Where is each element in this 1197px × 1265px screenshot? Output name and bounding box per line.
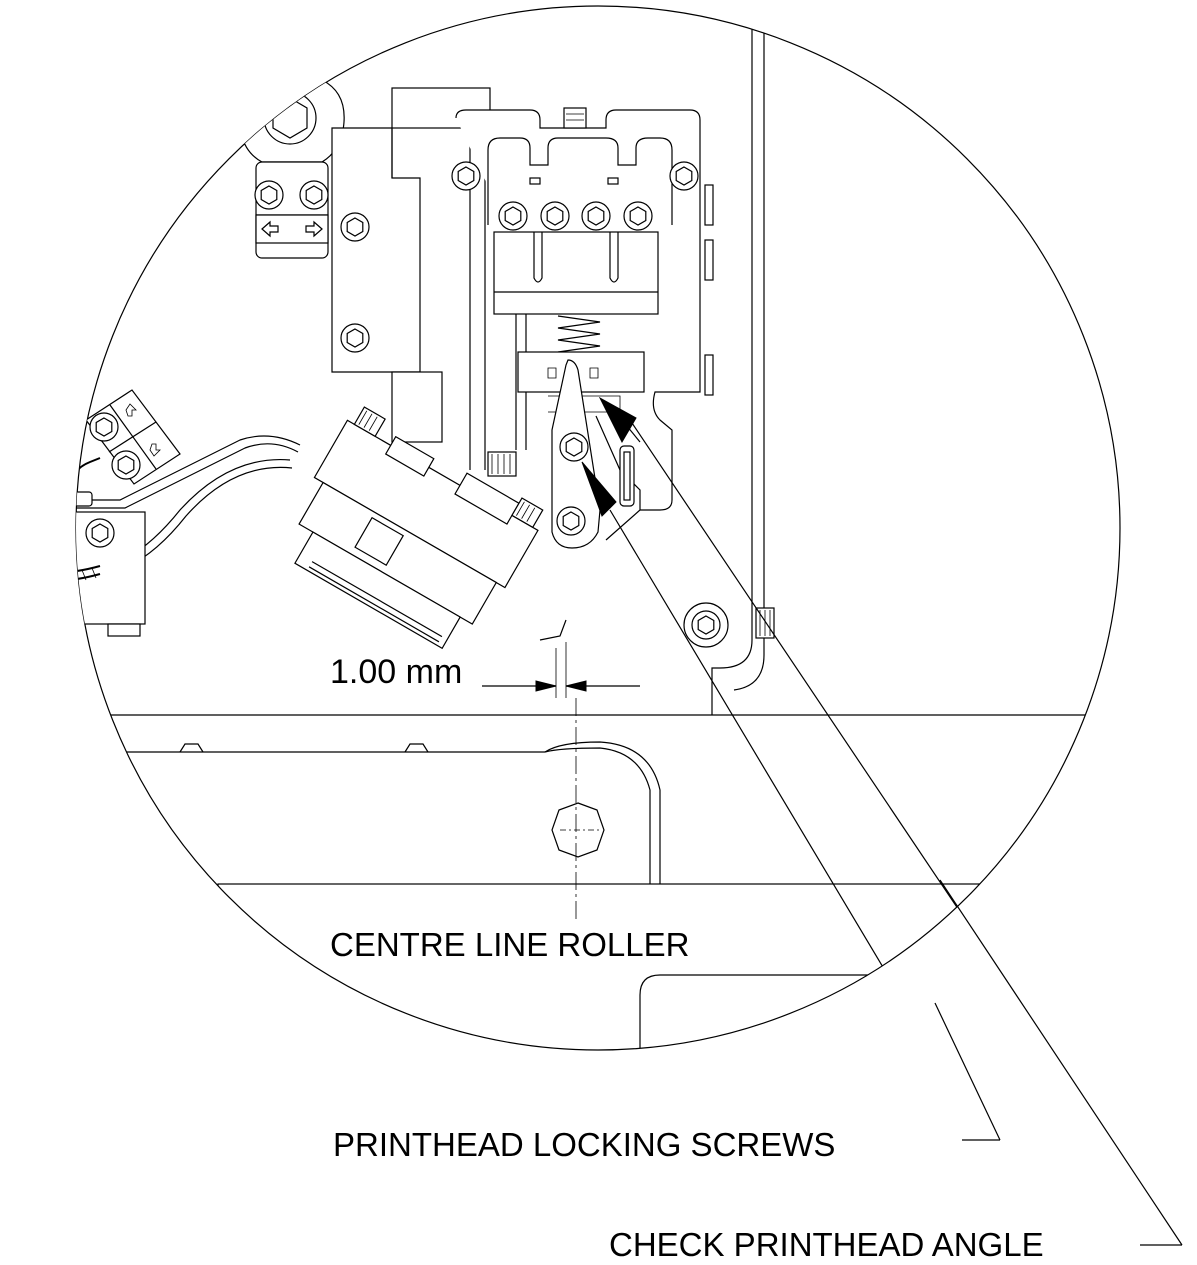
centre-line-roller-label: CENTRE LINE ROLLER	[330, 926, 690, 963]
printhead-carriage	[451, 107, 714, 511]
leader-lines	[934, 879, 1183, 1246]
mounting-block	[331, 87, 491, 470]
cable-bracket	[76, 389, 181, 637]
frame-screw	[683, 602, 729, 648]
adjustment-knob	[238, 72, 345, 259]
dimension-label: 1.00 mm	[330, 653, 463, 691]
angle-pointer	[551, 359, 641, 549]
angle-arrow	[598, 396, 641, 444]
check-printhead-angle-label: CHECK PRINTHEAD ANGLE	[609, 1226, 1044, 1263]
pressure-roller	[619, 445, 635, 507]
printhead-locking-screws-label: PRINTHEAD LOCKING SCREWS	[333, 1126, 836, 1163]
base-plate	[76, 714, 1120, 1050]
dimension-1mm	[482, 642, 640, 698]
frame-plate	[711, 6, 775, 715]
roller	[551, 802, 605, 858]
screw-arrow	[581, 461, 617, 517]
printhead	[294, 406, 544, 650]
